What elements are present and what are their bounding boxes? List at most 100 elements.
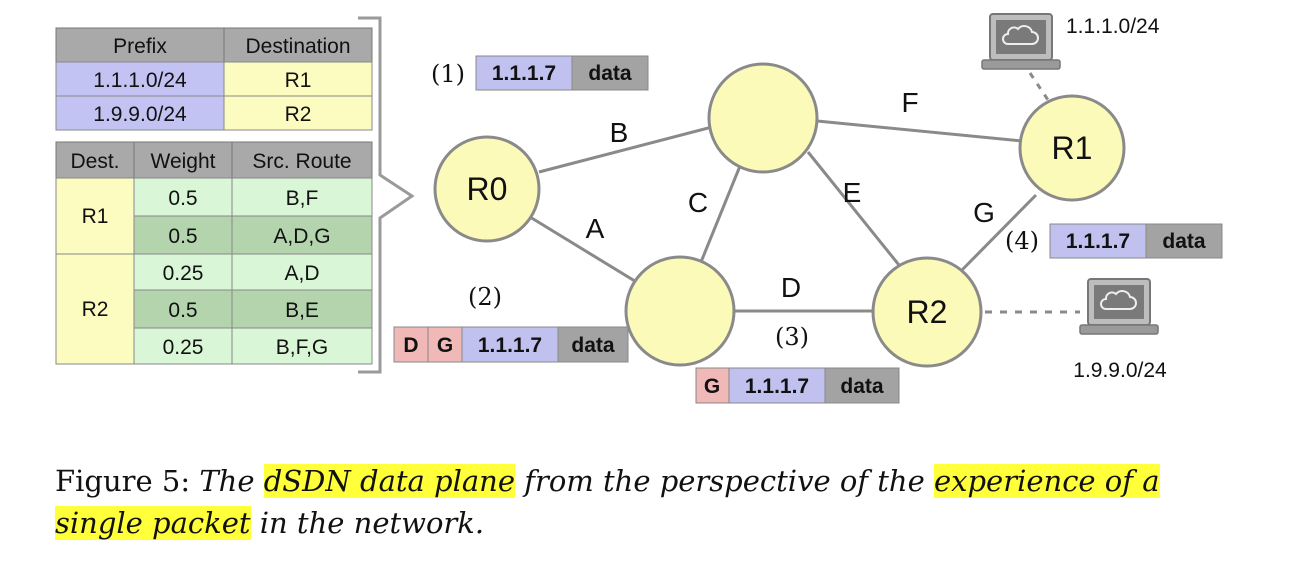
weight-cell (133, 253, 233, 291)
host-r1-prefix: 1.1.1.0/24 (1066, 15, 1160, 38)
route-value: B,F,G (276, 336, 329, 359)
packet-data-field (571, 55, 649, 91)
prefix-value: 1.9.9.0/24 (93, 103, 187, 126)
weight-value: 0.5 (168, 299, 197, 322)
route-value: B,F (286, 187, 319, 210)
weight-cell (133, 289, 233, 329)
packet-data: data (571, 334, 615, 357)
packet-step-2: (2) D G 1.1.1.7 data (393, 283, 629, 363)
packet-data: data (588, 62, 632, 85)
route-cell (231, 327, 373, 365)
link-label-f: F (901, 87, 918, 118)
cloud-laptop-icon (981, 13, 1061, 70)
packet-data-field (557, 326, 629, 363)
node-r1-label: R1 (1052, 130, 1093, 166)
source-route-hop (695, 367, 730, 404)
route-header: Src. Route (252, 150, 351, 173)
node-r2-label: R2 (907, 294, 948, 330)
route-hop-label: G (437, 334, 453, 357)
link-label-g: G (973, 197, 995, 228)
figure-label: Figure 5: (55, 464, 191, 498)
packet-data: data (840, 375, 884, 398)
packet-address: 1.1.1.7 (478, 334, 542, 357)
prefix-table: Prefix Destination 1.1.1.0/24 R1 1.9.9.0… (55, 27, 373, 131)
weight-value: 0.5 (168, 187, 197, 210)
cloud-laptop-icon (1079, 278, 1159, 335)
packet-address-field (475, 55, 573, 91)
destination-header: Destination (245, 35, 350, 58)
route-value: A,D,G (273, 225, 330, 248)
dest-group-label: R2 (82, 298, 109, 321)
host-r1-laptop: 1.1.1.0/24 (981, 13, 1160, 70)
weight-header: Weight (151, 150, 216, 173)
dest-header: Dest. (70, 150, 119, 173)
caption-text: from the perspective of the (524, 464, 925, 498)
route-cell (231, 253, 373, 291)
packet-data: data (1162, 230, 1206, 253)
link-e (806, 151, 905, 271)
packet-step-1: (1) 1.1.1.7 data (431, 55, 649, 91)
source-route-hop (393, 326, 429, 363)
link-g (960, 193, 1038, 272)
step-label: (3) (775, 323, 809, 351)
step-label: (2) (468, 283, 502, 311)
packet-address-field (461, 326, 559, 363)
route-value: A,D (284, 262, 319, 285)
packet-data-field (824, 367, 900, 404)
node-r0 (433, 135, 541, 243)
packet-address-field (1049, 223, 1147, 259)
route-cell (231, 215, 373, 255)
packet-step-3: (3) G 1.1.1.7 data (695, 323, 900, 404)
packet-data-field (1145, 223, 1223, 259)
r1-host-link (1028, 72, 1050, 101)
packet-address: 1.1.1.7 (1066, 230, 1130, 253)
link-a (529, 215, 639, 285)
prefix-header: Prefix (113, 35, 167, 58)
node-top-switch (707, 62, 819, 174)
links (529, 119, 1038, 313)
link-label-b: B (610, 117, 629, 148)
route-hop-label: D (403, 334, 418, 357)
destination-value: R2 (285, 103, 312, 126)
weight-value: 0.5 (168, 225, 197, 248)
host-r2-laptop: 1.9.9.0/24 (1073, 278, 1167, 382)
network-diagram: Prefix Destination 1.1.1.0/24 R1 1.9.9.0… (55, 13, 1223, 404)
packet-address: 1.1.1.7 (492, 62, 556, 85)
link-label-a: A (586, 213, 605, 244)
destination-cell (223, 61, 373, 97)
route-cell (231, 177, 373, 217)
weight-cell (133, 327, 233, 365)
link-c (699, 165, 742, 263)
link-label-c: C (688, 187, 708, 218)
link-label-e: E (843, 177, 862, 208)
prefix-cell (55, 61, 225, 97)
prefix-cell (55, 95, 225, 131)
node-r1 (1018, 94, 1126, 202)
node-bottom-switch (624, 255, 736, 367)
prefix-header-cell (55, 27, 225, 63)
dest-group-cell (55, 177, 135, 255)
weight-header-cell (133, 141, 233, 179)
step-label: (4) (1005, 227, 1039, 255)
link-label-d: D (781, 272, 801, 303)
packet-address: 1.1.1.7 (745, 375, 809, 398)
caption-text: in the network. (259, 506, 485, 540)
link-f (816, 119, 1023, 143)
node-r0-label: R0 (467, 171, 508, 207)
dest-group-label: R1 (82, 205, 109, 228)
route-hop-label: G (704, 375, 720, 398)
caption-highlight: dSDN data plane (263, 464, 515, 498)
step-label: (1) (431, 60, 465, 88)
table-bracket (358, 16, 415, 374)
caption-highlight: experience of a (933, 464, 1160, 498)
host-r2-prefix: 1.9.9.0/24 (1073, 359, 1167, 382)
packet-address-field (728, 367, 826, 404)
link-b (538, 125, 713, 174)
destination-header-cell (223, 27, 373, 63)
destination-value: R1 (285, 69, 312, 92)
dest-group-cell (55, 253, 135, 365)
route-table: Dest. Weight Src. Route R1 0.5 B,F 0.5 A… (55, 141, 373, 365)
route-cell (231, 289, 373, 329)
node-r2 (871, 256, 983, 368)
prefix-value: 1.1.1.0/24 (93, 69, 187, 92)
